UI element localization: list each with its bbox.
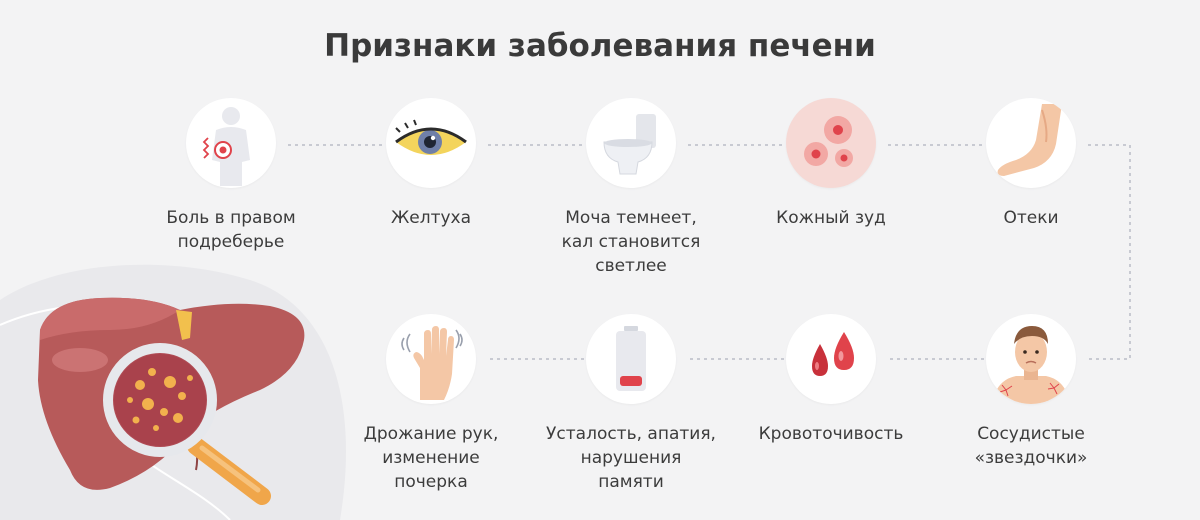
symptom-label: Сосудистые «звездочки» bbox=[974, 424, 1088, 468]
shaking-hand-icon bbox=[401, 326, 463, 400]
toilet-icon bbox=[603, 114, 656, 175]
symptom-icon-circle bbox=[186, 98, 276, 188]
symptom-icon-circle bbox=[386, 98, 476, 188]
page-title: Признаки заболевания печени bbox=[324, 28, 876, 64]
symptom-icon-circle bbox=[386, 314, 476, 404]
yellow-eye-icon bbox=[395, 119, 467, 155]
symptom-label: Кожный зуд bbox=[776, 208, 886, 228]
symptom-spider-veins: Сосудистые «звездочки» bbox=[931, 314, 1131, 470]
symptom-label: Усталость, апатия, нарушения памяти bbox=[546, 424, 716, 492]
symptom-icon-circle bbox=[586, 98, 676, 188]
magnifier-icon bbox=[103, 343, 271, 505]
symptom-icon-circle bbox=[986, 314, 1076, 404]
body-pain-icon bbox=[202, 107, 250, 186]
symptom-label: Дрожание рук, изменение почерка bbox=[363, 424, 499, 492]
liver-magnifier-illustration bbox=[38, 297, 305, 505]
symptom-label: Отеки bbox=[1003, 208, 1059, 228]
symptom-icon-circle bbox=[986, 98, 1076, 188]
symptom-icon-circle bbox=[586, 314, 676, 404]
symptom-label: Желтуха bbox=[390, 208, 472, 228]
symptom-label: Моча темнеет, кал становится светлее bbox=[561, 208, 701, 276]
symptom-jaundice: Желтуха bbox=[331, 98, 531, 230]
symptom-right-side-pain: Боль в правом подреберье bbox=[131, 98, 331, 254]
symptom-fatigue: Усталость, апатия, нарушения памяти bbox=[531, 314, 731, 494]
symptom-bleeding: Кровоточивость bbox=[731, 314, 931, 446]
symptom-edema: Отеки bbox=[931, 98, 1131, 230]
symptom-hand-tremor: Дрожание рук, изменение почерка bbox=[331, 314, 531, 494]
low-battery-icon bbox=[616, 326, 646, 391]
swollen-foot-icon bbox=[997, 104, 1062, 176]
symptom-icon-circle bbox=[786, 314, 876, 404]
symptom-urine-stool-color: Моча темнеет, кал становится светлее bbox=[531, 98, 731, 278]
symptom-skin-itch: Кожный зуд bbox=[731, 98, 931, 230]
skin-rash-icon bbox=[804, 116, 853, 167]
spider-veins-man-icon bbox=[992, 326, 1070, 404]
blood-drops-icon bbox=[812, 332, 854, 376]
symptom-label: Кровоточивость bbox=[758, 424, 904, 444]
symptom-icon-circle bbox=[786, 98, 876, 188]
symptom-label: Боль в правом подреберье bbox=[166, 208, 296, 252]
